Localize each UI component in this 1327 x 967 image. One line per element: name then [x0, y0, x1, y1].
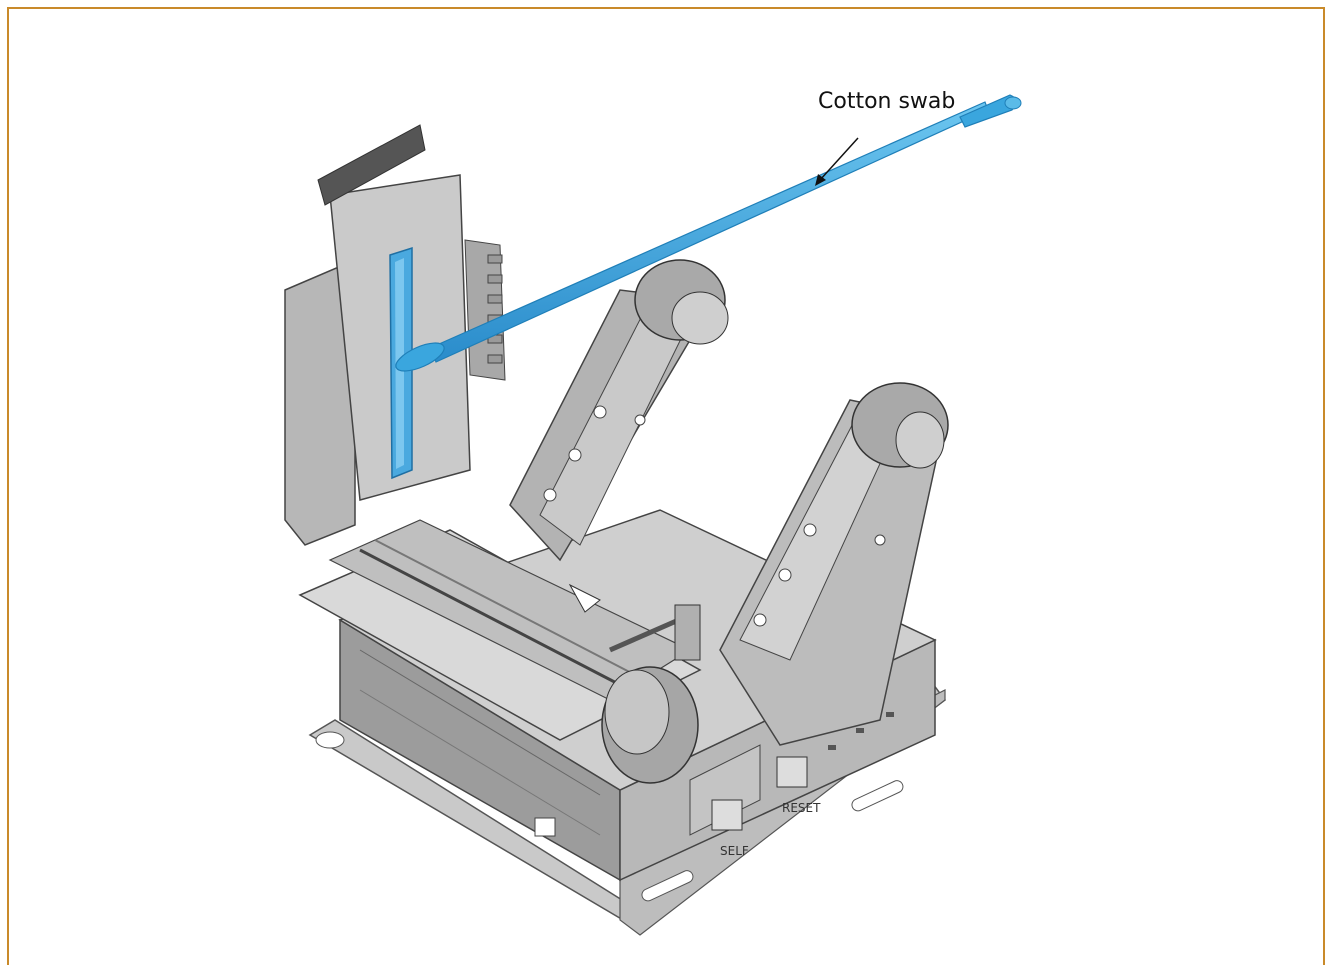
control-panel: SELF RESET [689, 712, 894, 858]
paper-roll-arm-rear [509, 259, 729, 562]
self-label: SELF [720, 844, 749, 858]
cutter-knob [601, 604, 701, 784]
callout-arrowhead [815, 174, 826, 186]
figure-frame [7, 7, 1325, 965]
callout-leader-line [819, 137, 859, 181]
cotton-swab [395, 94, 1022, 372]
platen-assembly [298, 519, 702, 741]
reset-label: RESET [782, 801, 821, 815]
cotton-swab-label: Cotton swab [818, 89, 955, 114]
paper-roll-arm-front [719, 382, 949, 746]
self-button [711, 799, 743, 831]
callout: Cotton swab [815, 89, 955, 186]
reset-button [776, 756, 808, 788]
